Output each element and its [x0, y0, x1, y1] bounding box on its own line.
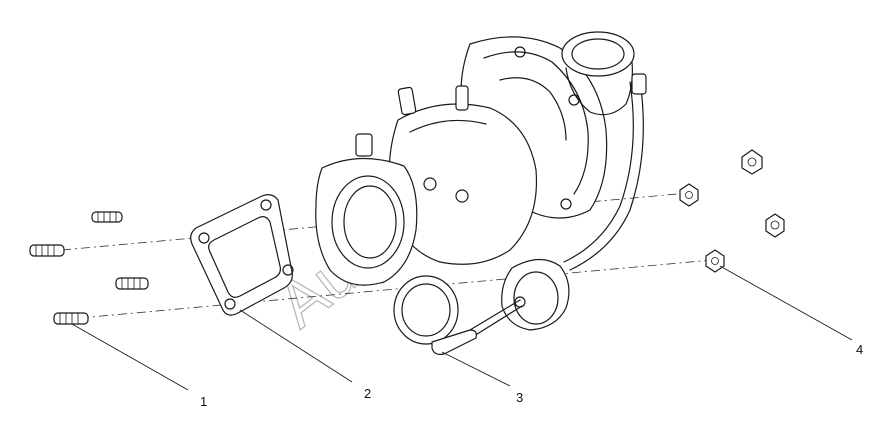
callout-4: 4	[856, 342, 863, 357]
nut	[741, 149, 763, 175]
callout-2: 2	[364, 386, 371, 401]
stud	[53, 312, 89, 325]
stud	[29, 244, 65, 257]
stud-group	[29, 211, 149, 325]
alignment-lines	[61, 192, 713, 319]
stud	[115, 277, 149, 290]
leader-lines	[71, 265, 853, 391]
nut	[705, 249, 725, 273]
stud	[91, 211, 123, 223]
gasket	[190, 194, 294, 316]
turbocharger	[315, 31, 647, 355]
nut-group	[679, 149, 785, 273]
nut	[679, 183, 699, 207]
callout-3: 3	[516, 390, 523, 405]
callout-1: 1	[200, 394, 207, 409]
nut	[765, 213, 785, 238]
